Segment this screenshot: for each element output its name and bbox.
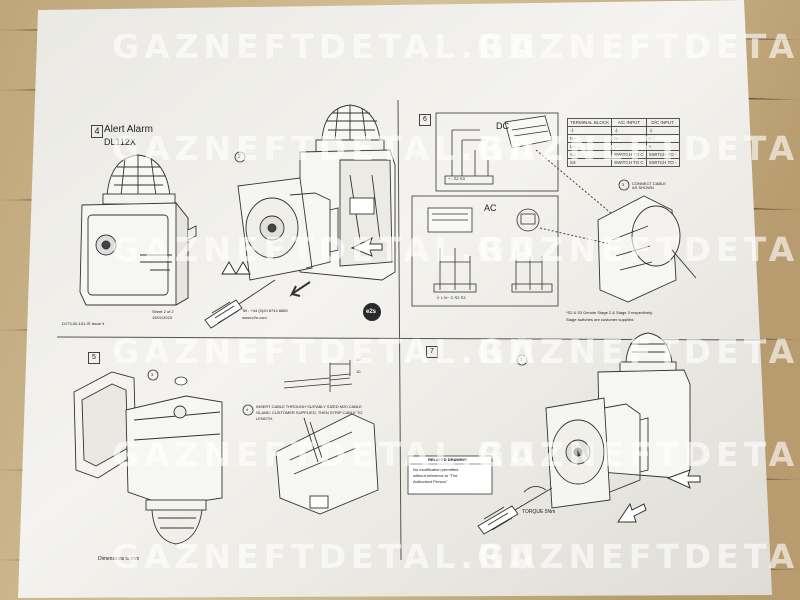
watermark-text: GAZNEFTDETAL.RU: [477, 230, 800, 269]
watermark-text: GAZNEFTDETAL.RU: [112, 27, 540, 66]
watermark-text: GAZNEFTDETAL.RU: [477, 129, 800, 168]
model-number: DL112X: [104, 137, 136, 147]
section-number-4: 4: [91, 125, 103, 138]
section-number-7: 7: [426, 346, 438, 358]
sheet-number: Sheet 2 of 2: [152, 309, 174, 314]
watermark-text: GAZNEFTDETAL.RU: [112, 129, 540, 168]
dc-wiring-diagram: [435, 112, 559, 192]
dc-label: DC: [496, 121, 509, 131]
related-drawing-line-2: without reference to "The: [413, 473, 458, 478]
footnote-line-1: *S2 & S3 Denote Stage 2 & Stage 3 respec…: [566, 310, 653, 315]
table-header: TERMINAL BLOCK: [566, 118, 613, 127]
insert-instruction-line-2: GLAND, CUSTOMER SUPPLIED, THEN STRIP CAB…: [256, 410, 363, 415]
watermark-text: GAZNEFTDETAL.RU: [112, 435, 540, 474]
step-3-label: 3: [151, 372, 154, 377]
insert-instruction-line-1: INSERT CABLE THROUGH SUITABLY SIZED M20 …: [256, 404, 362, 409]
page-title: Alert Alarm: [104, 124, 153, 135]
telephone: Tel : +44 (0)20 8743 8880: [242, 308, 288, 313]
arrow-open-icon: [350, 237, 383, 257]
table-header: D/C INPUT: [645, 118, 680, 127]
alarm-drawing-inverted: [73, 371, 223, 545]
arrow-left-icon: [666, 469, 701, 489]
section-number-6: 6: [419, 114, 431, 126]
watermark-text: GAZNEFTDETAL.RU: [477, 435, 800, 474]
arrow-in-icon: [289, 281, 311, 297]
screwdriver-illustration: [204, 279, 276, 329]
dimension-10: 10: [356, 369, 361, 374]
alarm-drawing-close: [545, 332, 691, 509]
watermark-text: GAZNEFTDETAL.RU: [112, 537, 540, 576]
e2s-logo-text: e2s: [366, 309, 377, 315]
step-1-label: 1: [520, 357, 523, 362]
table-cell: S3: [566, 158, 613, 167]
step-2-label: 2: [238, 154, 241, 160]
dimension-20: 20: [356, 357, 361, 362]
torque-screwdriver: [477, 486, 553, 535]
e2s-logo: [363, 303, 381, 321]
related-drawing-line-1: No modification permitted: [413, 467, 459, 472]
watermark-text: GAZNEFTDETAL.RU: [477, 27, 800, 66]
ac-wiring-diagram: [411, 195, 559, 307]
step-4-label: 4: [246, 407, 249, 412]
watermark-text: GAZNEFTDETAL.RU: [112, 230, 540, 269]
table-header: A/C INPUT: [611, 118, 647, 127]
related-drawing-line-3: Authorised Person": [413, 479, 448, 484]
dc-terminal-labels: + - S2 S3: [448, 176, 465, 181]
dimensions-note: Dimensions in mm: [98, 556, 140, 562]
ac-label: AC: [484, 203, 497, 213]
arrow-push-icon: [617, 502, 647, 523]
website: www.e2s.com: [242, 315, 267, 320]
alarm-drawing-front: [79, 154, 197, 306]
step-3-label: 3: [622, 182, 625, 187]
ac-terminal-labels: ⏚ L N~ C S2 S3: [436, 295, 466, 300]
watermark-text: GAZNEFTDETAL.RU: [477, 537, 800, 576]
watermark-text: GAZNEFTDETAL.RU: [112, 332, 540, 371]
insert-instruction-line-3: LENGTH.: [256, 416, 274, 421]
doc-reference: D173-00-101-IS Issue 4: [62, 321, 105, 326]
connect-note: CONNECT CABLE AS SHOWN: [632, 181, 666, 190]
torque-spec: TORQUE 5Nm: [522, 509, 556, 515]
warning-icon: [221, 261, 251, 275]
section-number-5: 5: [88, 352, 100, 364]
table-row: S3 SWITCH TO C SWITCH TO -: [566, 158, 680, 167]
gland-insertion-drawing: [275, 413, 379, 515]
cable-strip-diagram: [283, 360, 353, 392]
footnote-line-2: Stage switches are customer supplied.: [566, 317, 635, 322]
watermark-text: GAZNEFTDETAL.RU: [477, 332, 800, 371]
related-drawing-title: RELATED DRAWING: [428, 457, 468, 462]
terminal-table: TERMINAL BLOCK A/C INPUT D/C INPUT ⏚ ⏚ ⏚…: [566, 118, 680, 167]
connection-drawing: [535, 149, 697, 303]
table-cell: SWITCH TO -: [645, 158, 680, 167]
table-header-row: TERMINAL BLOCK A/C INPUT D/C INPUT: [566, 118, 680, 127]
issue-date: 19/01/2023: [152, 315, 173, 320]
